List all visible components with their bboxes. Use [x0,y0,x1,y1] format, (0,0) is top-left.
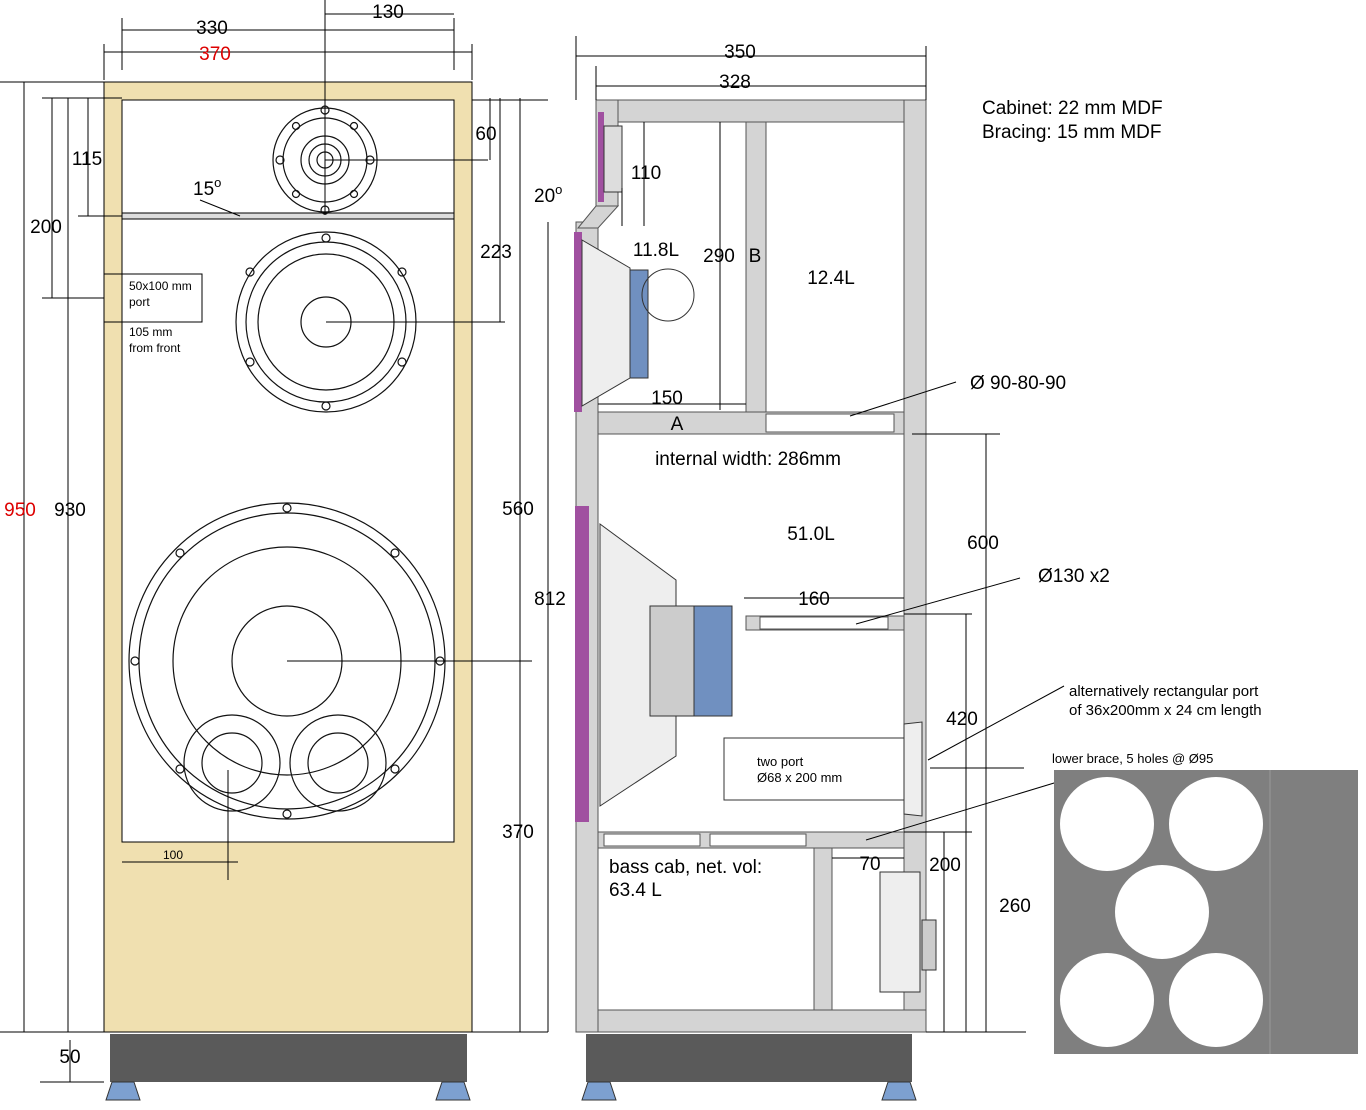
mid-side-flange [574,232,582,412]
bass-label-1: bass cab, net. vol: [609,857,762,878]
side-view: 350 328 Cabinet: 22 mm MDF Bracing: 15 m… [534,36,1262,1101]
brace-b [745,121,767,413]
brace-hole-5 [1169,953,1263,1047]
brace-b-label: B [749,246,762,267]
mid-side-vent [641,268,695,322]
front-baffle [121,99,455,843]
mid-side-basket [581,239,631,407]
dim-side-160: 160 [798,589,830,610]
brace-hole-4 [1060,953,1154,1047]
side-top-wall [595,99,925,123]
vol-mid: 11.8L [633,240,679,261]
port-depth-1: 105 mm [129,325,172,339]
front-view: 50x100 mm port 105 mm from front 330 370… [0,0,548,1101]
hole-main-label: Ø130 x2 [1038,566,1110,587]
cabinet-material: Cabinet: 22 mm MDF [982,98,1163,119]
dim-side-812: 812 [534,589,566,610]
dim-side-290: 290 [703,246,735,267]
alt-port-2: of 36x200mm x 24 cm length [1069,702,1262,719]
dim-930: 930 [54,500,86,521]
tweeter-slope [576,205,620,229]
tweeter-side-flange [598,112,604,202]
port-label-2: port [129,295,150,309]
woofer-side-magnet [693,605,733,717]
vol-main: 51.0L [787,524,835,545]
dim-side-328: 328 [719,72,751,93]
dim-side-200: 200 [929,855,961,876]
vol-rear: 12.4L [807,268,855,289]
dim-plinth: 50 [59,1047,80,1068]
hole-a-label: Ø 90-80-90 [970,373,1066,394]
dim-width-outer: 370 [199,44,231,65]
terminal-plate [921,919,937,971]
bass-label-2: 63.4 L [609,880,662,901]
dim-950: 950 [4,500,36,521]
crossover-board [879,871,921,993]
side-plinth [586,1034,912,1082]
side-foot-left [581,1081,617,1101]
brace-detail: lower brace, 5 holes @ Ø95 [1052,751,1358,1054]
dim-223: 223 [480,242,512,263]
dim-100: 100 [163,848,183,862]
angle-20: 20o [534,182,562,207]
dim-side-600: 600 [967,533,999,554]
dim-side-350: 350 [724,42,756,63]
dim-tweeter-h: 60 [475,124,496,145]
dim-side-420: 420 [946,709,978,730]
bracing-material: Bracing: 15 mm MDF [982,122,1161,143]
front-foot-right [435,1081,471,1101]
brace-hole-3 [1115,865,1209,959]
angle-15: 15o [193,175,221,200]
alt-port-1: alternatively rectangular port [1069,683,1259,700]
dim-560: 560 [502,499,534,520]
brace-hole-2 [1169,777,1263,871]
port-box [723,737,915,801]
side-foot-right [881,1081,917,1101]
front-foot-left [105,1081,141,1101]
dim-side-110: 110 [631,163,661,184]
port-flare [903,721,923,817]
brace-a-hole [765,413,895,433]
port-label-1: 50x100 mm [129,279,192,293]
brace-mid-hole [759,616,889,630]
dim-side-150: 150 [651,388,683,409]
front-plinth [110,1034,467,1082]
brace-a-label: A [671,414,684,435]
dim-200: 200 [30,217,62,238]
dim-side-260: 260 [999,896,1031,917]
internal-width: internal width: 286mm [655,449,841,470]
brace-detail-label: lower brace, 5 holes @ Ø95 [1052,751,1213,766]
port-depth-2: from front [129,341,181,355]
brace-lower-hole-2 [709,833,807,847]
port-size: Ø68 x 200 mm [757,770,842,785]
dim-width-inner: 330 [196,18,228,39]
bass-divider [813,847,833,1011]
side-bottom-wall [575,1009,927,1033]
woofer-side-basket [599,523,677,807]
dim-tweeter-offset: 130 [372,2,404,23]
brace-hole-1 [1060,777,1154,871]
brace-lower-hole-1 [603,833,701,847]
woofer-side-motor [649,605,695,717]
tweeter-side-body [603,125,623,193]
woofer-side-flange [575,506,589,822]
dim-115: 115 [72,149,102,170]
dim-side-70: 70 [859,854,880,875]
tweeter-plate [121,212,455,220]
mid-side-magnet [629,269,649,379]
dim-370: 370 [502,822,534,843]
port-title: two port [757,754,804,769]
